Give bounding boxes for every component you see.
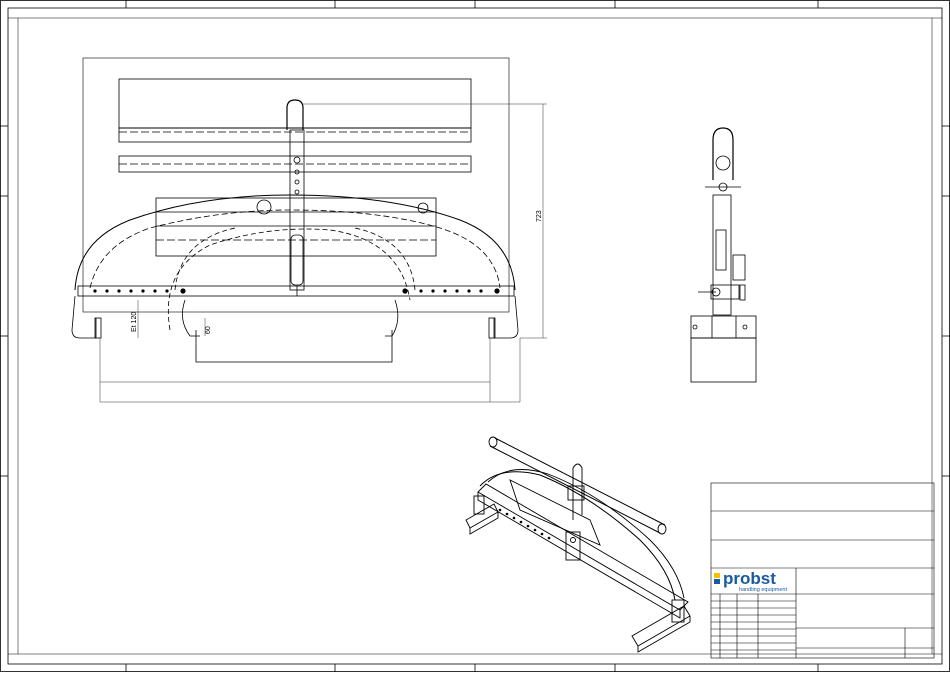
side-view [691,128,756,382]
pitch-dimension-label: Et 120 [131,312,138,332]
front-view [72,58,547,402]
logo-yellow-mark [714,573,720,578]
logo-tagline: handling equipment [739,587,787,593]
logo-blue-mark [714,579,720,584]
offset-dimension-label: 60 [205,326,212,334]
probst-logo: probst handling equipment [714,569,787,593]
logo-wordmark: probst [723,569,776,588]
isometric-view [466,437,690,652]
height-dimension-label: 723 [536,210,543,222]
